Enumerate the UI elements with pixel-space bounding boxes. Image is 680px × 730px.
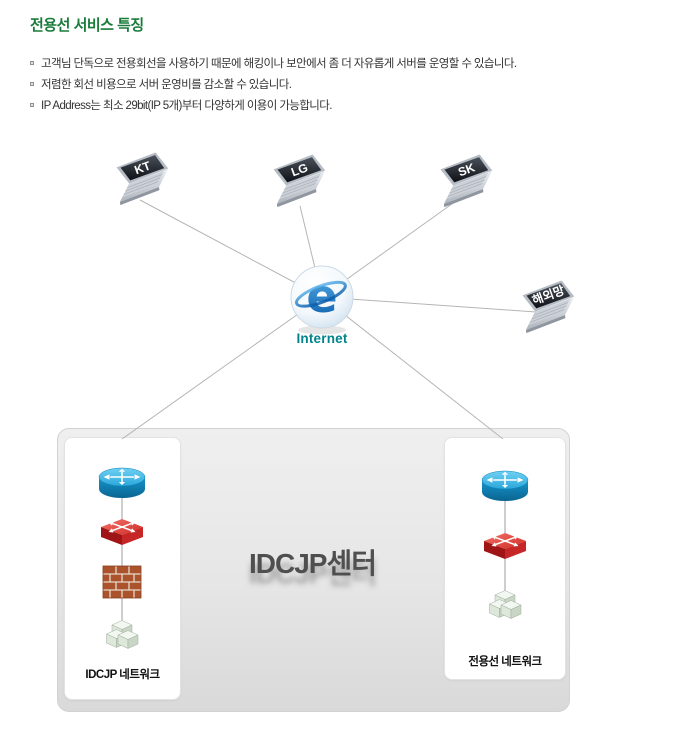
- laptop-node-lg: LG: [272, 153, 326, 208]
- connection-line: [321, 296, 537, 313]
- laptop-node-overseas: 해외망: [521, 279, 575, 334]
- laptop-icon: [439, 153, 493, 208]
- feature-item: 고객님 단독으로 전용회선을 사용하기 때문에 해킹이나 보안에서 좀 더 자유…: [30, 54, 517, 75]
- laptop-label-sk: SK: [456, 160, 477, 179]
- right-network-label: 전용선 네트워크: [468, 656, 542, 668]
- feature-text: 고객님 단독으로 전용회선을 사용하기 때문에 해킹이나 보안에서 좀 더 자유…: [41, 58, 517, 70]
- bullet-square-icon: [30, 61, 34, 65]
- feature-text: IP Address는 최소 29bit(IP 5개)부터 다양하게 이용이 가…: [41, 100, 332, 112]
- laptop-icon: [115, 151, 169, 206]
- laptop-icon: [272, 153, 326, 208]
- feature-text: 저렴한 회선 비용으로 서버 운영비를 감소할 수 있습니다.: [41, 79, 292, 91]
- connection-line: [299, 205, 323, 298]
- network-diagram: KT LG SK 해외망 e: [0, 130, 680, 730]
- internet-globe: [290, 265, 354, 329]
- laptop-label-overseas: 해외망: [530, 282, 566, 307]
- bullet-square-icon: [30, 103, 34, 107]
- feature-item: 저렴한 회선 비용으로 서버 운영비를 감소할 수 있습니다.: [30, 75, 516, 96]
- laptop-node-kt: KT: [115, 151, 169, 206]
- datacenter-label: IDCJP센터: [249, 548, 377, 579]
- connection-line: [321, 200, 457, 298]
- left-network-label: IDCJP 네트워크: [85, 669, 160, 681]
- internet-icon: e: [290, 265, 354, 335]
- feature-list: 고객님 단독으로 전용회선을 사용하기 때문에 해킹이나 보안에서 좀 더 자유…: [30, 54, 517, 117]
- internet-label: Internet: [296, 331, 348, 346]
- page-title: 전용선 서비스 특징: [30, 17, 144, 34]
- internet-e-glyph: e: [306, 269, 337, 323]
- internet-orbit: [294, 280, 347, 308]
- laptop-label-kt: KT: [133, 158, 153, 177]
- connection-line: [139, 199, 323, 298]
- feature-item: IP Address는 최소 29bit(IP 5개)부터 다양하게 이용이 가…: [30, 96, 516, 117]
- bullet-square-icon: [30, 82, 34, 86]
- connection-line: [321, 296, 504, 440]
- laptop-node-sk: SK: [439, 153, 493, 208]
- dedicated-network-box: [444, 437, 566, 680]
- connection-line: [121, 296, 323, 440]
- laptop-label-lg: LG: [289, 160, 310, 179]
- laptop-icon: [521, 279, 575, 334]
- idcjp-network-box: [64, 437, 181, 700]
